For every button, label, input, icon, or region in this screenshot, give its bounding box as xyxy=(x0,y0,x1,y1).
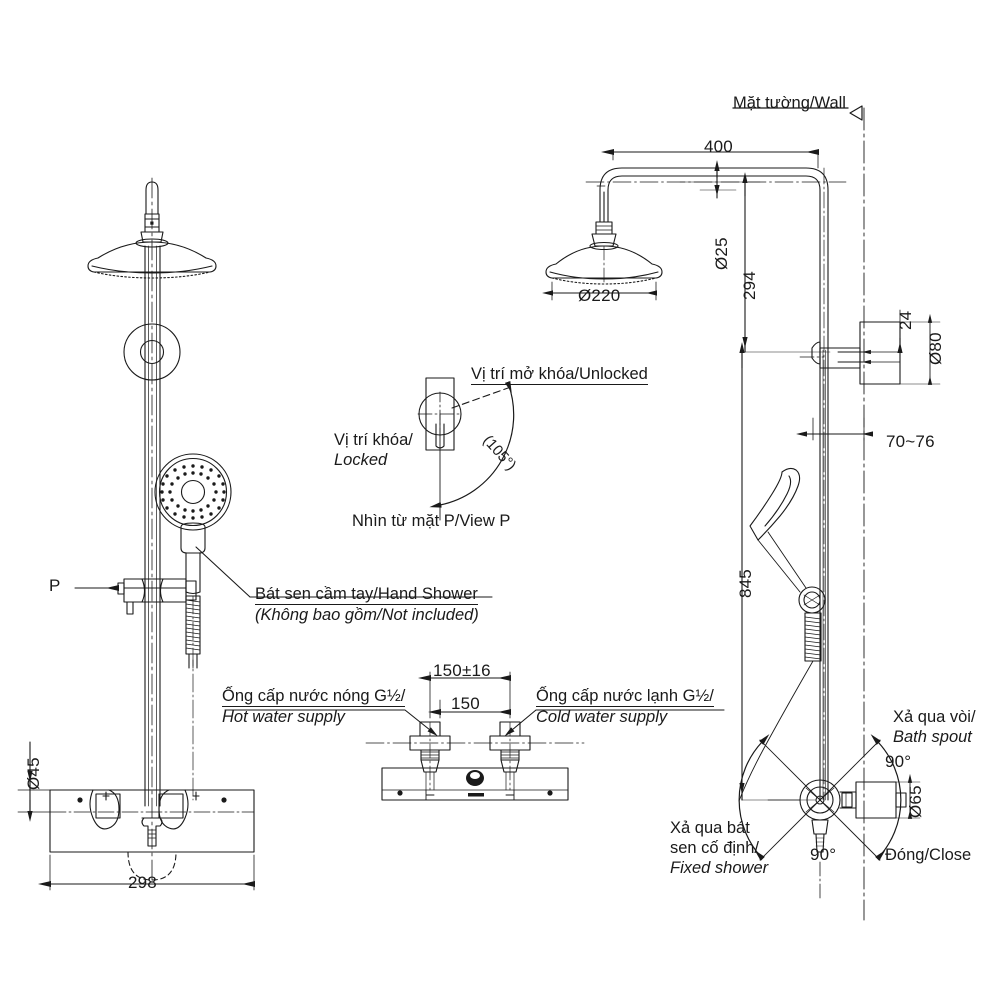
unlocked-text: Vị trí mở khóa/Unlocked xyxy=(471,365,648,383)
view-p-marker: P xyxy=(49,576,61,595)
hot-water-line2: Hot water supply xyxy=(222,708,345,727)
bath-spout-note: Xả qua vòi/ Bath spout xyxy=(893,707,976,747)
unlocked-label: Vị trí mở khóa/Unlocked xyxy=(471,364,648,386)
dim-d65-label: Ø65 xyxy=(906,785,925,818)
fixed-shower-line1: Xả qua bát xyxy=(670,819,750,837)
bath-spout-line1: Xả qua vòi/ xyxy=(893,708,976,726)
cold-water-line1: Ống cấp nước lạnh G½/ xyxy=(536,687,714,705)
fixed-shower-line2: sen cố định/ xyxy=(670,839,759,858)
hot-water-line1: Ống cấp nước nóng G½/ xyxy=(222,687,406,705)
locked-line1: Vị trí khóa/ xyxy=(334,431,413,449)
view-p-label: Nhìn từ mặt P/View P xyxy=(352,511,510,531)
hand-shower-line1: Bát sen cầm tay/Hand Shower xyxy=(255,585,478,603)
angle-90-top-label: 90° xyxy=(885,752,912,771)
dim-150-label: 150 xyxy=(451,694,480,713)
fixed-shower-line3: Fixed shower xyxy=(670,859,769,878)
dim-d45-label: Ø45 xyxy=(24,757,43,790)
dim-298-label: 298 xyxy=(128,873,157,892)
cold-water-line2: Cold water supply xyxy=(536,708,668,727)
dim-400-label: 400 xyxy=(704,137,733,156)
dim-d25-label: Ø25 xyxy=(712,237,731,270)
angle-90-bottom-label: 90° xyxy=(810,845,837,864)
hand-shower-line2: (Không bao gồm/Not included) xyxy=(255,606,479,625)
left-elevation-view xyxy=(17,177,493,891)
dim-d80-label: Ø80 xyxy=(926,332,945,365)
mixer-inlet-detail-view xyxy=(224,671,725,801)
close-label: Đóng/Close xyxy=(885,846,972,864)
hot-water-note: Ống cấp nước nóng G½/ Hot water supply xyxy=(222,686,406,727)
locked-line2: Locked xyxy=(334,451,388,470)
view-p-text: Nhìn từ mặt P/View P xyxy=(352,512,511,530)
cold-water-note: Ống cấp nước lạnh G½/ Cold water supply xyxy=(536,686,714,727)
dim-24-label: 24 xyxy=(896,310,915,330)
right-elevation-view xyxy=(542,105,941,921)
dim-d220-label: Ø220 xyxy=(578,286,621,305)
dim-70-76-label: 70~76 xyxy=(886,432,935,451)
wall-label: Mặt tường/Wall xyxy=(733,94,846,112)
dim-845-label: 845 xyxy=(736,569,755,598)
lock-detail-view xyxy=(417,377,515,521)
hand-shower-note: Bát sen cầm tay/Hand Shower (Không bao g… xyxy=(255,584,479,625)
fixed-shower-note: Xả qua bát sen cố định/ Fixed shower xyxy=(670,818,768,878)
dim-150-16-label: 150±16 xyxy=(433,661,491,680)
bath-spout-line2: Bath spout xyxy=(893,728,972,747)
dim-294-label: 294 xyxy=(740,271,759,300)
locked-label: Vị trí khóa/ Locked xyxy=(334,430,413,470)
